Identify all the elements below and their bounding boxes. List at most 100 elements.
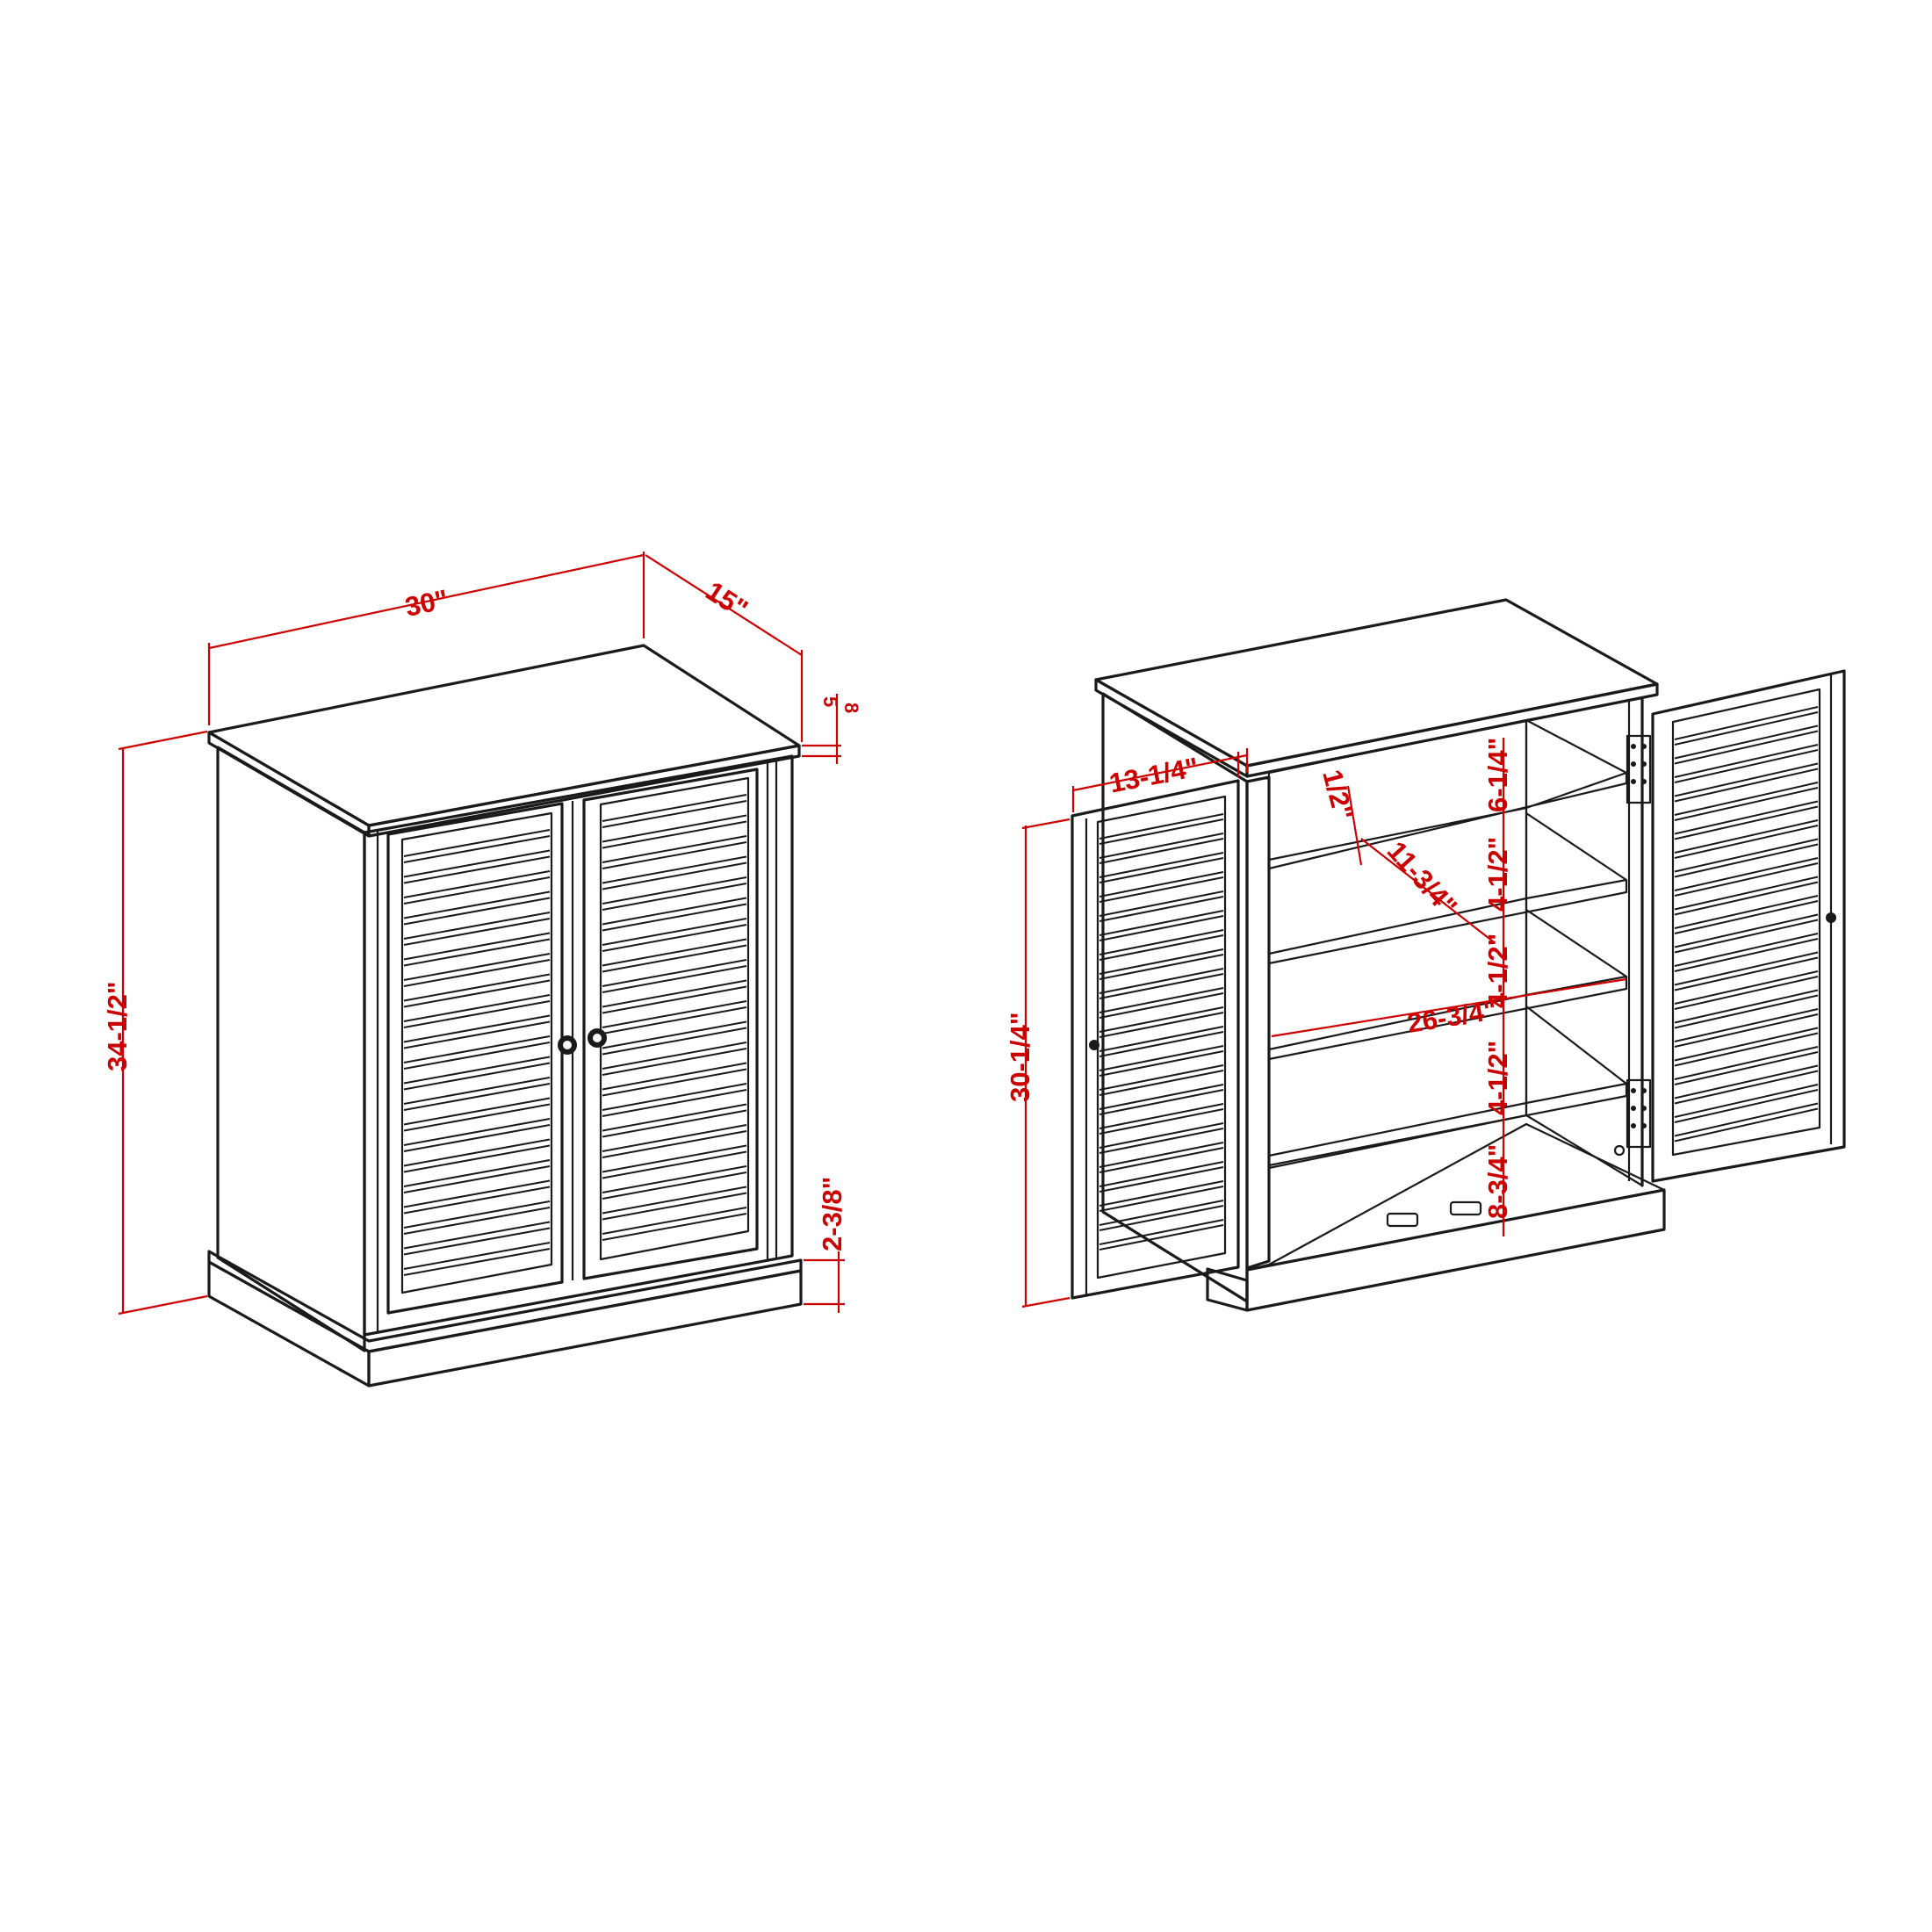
dim-gap-2-label: 4-1/2" xyxy=(1482,837,1513,912)
louver-slat-shadow xyxy=(403,1186,551,1215)
louver-slat-shadow xyxy=(602,1150,747,1179)
closed-right-door-louvers xyxy=(602,794,747,1241)
louver-slat xyxy=(403,890,551,919)
louver-slat-shadow xyxy=(1674,749,1819,783)
dim-width-line xyxy=(208,553,645,650)
louver-slat-shadow xyxy=(1099,1186,1224,1212)
louver-slat-shadow xyxy=(1674,730,1819,765)
closed-right-door xyxy=(582,768,759,1280)
louver-slat xyxy=(602,918,747,946)
louver-slat-shadow xyxy=(403,1165,551,1193)
louver-slat xyxy=(1674,1046,1819,1080)
louver-slat xyxy=(602,938,747,967)
louver-slat xyxy=(602,876,747,905)
dim-gap-bottom-label: 8-3/4" xyxy=(1482,1144,1513,1219)
louver-slat-shadow xyxy=(602,944,747,973)
louver-slat xyxy=(602,1062,747,1091)
louver-slat-shadow xyxy=(1099,954,1224,980)
louver-slat xyxy=(1674,895,1819,929)
dim-width-label: 30" xyxy=(402,583,451,622)
louver-slat xyxy=(602,1186,747,1215)
louver-slat-shadow xyxy=(1099,896,1224,922)
dim-door-height-ext-bottom xyxy=(1021,1296,1071,1308)
louver-slat xyxy=(602,1207,747,1235)
closed-left-door-inner xyxy=(400,811,553,1294)
louver-slat xyxy=(1099,948,1224,975)
louver-slat xyxy=(1099,1219,1224,1245)
louver-slat-shadow xyxy=(1674,1013,1819,1048)
louver-slat xyxy=(1099,910,1224,936)
louver-slat xyxy=(1099,813,1224,840)
louver-slat-shadow xyxy=(602,800,747,828)
louver-slat-shadow xyxy=(602,841,747,869)
louver-slat-shadow xyxy=(403,959,551,987)
louver-slat-shadow xyxy=(1674,956,1819,991)
louver-slat xyxy=(602,1083,747,1111)
louver-slat xyxy=(403,1159,551,1187)
louver-slat-shadow xyxy=(1099,1089,1224,1115)
louver-slat-shadow xyxy=(1674,768,1819,803)
louver-slat xyxy=(403,912,551,940)
louver-slat-shadow xyxy=(403,1124,551,1152)
dim-depth-label: 15" xyxy=(701,575,753,624)
louver-slat-shadow xyxy=(1674,1089,1819,1123)
louver-slat xyxy=(1674,724,1819,760)
closed-base-top xyxy=(207,1250,803,1353)
louver-slat-shadow xyxy=(1099,1070,1224,1096)
louver-slat-shadow xyxy=(1674,843,1819,878)
louver-slat xyxy=(403,1200,551,1229)
louver-slat-shadow xyxy=(403,855,551,884)
louver-slat-shadow xyxy=(1674,1107,1819,1143)
louver-slat-shadow xyxy=(1099,1108,1224,1135)
louver-slat-shadow xyxy=(602,1130,747,1158)
louver-slat-shadow xyxy=(602,1048,747,1076)
open-right-door-inner xyxy=(1671,688,1821,1157)
louver-slat-shadow xyxy=(1099,1031,1224,1057)
louver-slat xyxy=(1099,833,1224,859)
louver-slat xyxy=(1099,1180,1224,1207)
closed-left-door-louvers xyxy=(403,829,551,1276)
louver-slat xyxy=(1099,852,1224,878)
closed-front-frame xyxy=(363,754,794,1337)
louver-slat xyxy=(1099,1026,1224,1052)
louver-slat-shadow xyxy=(403,1042,551,1070)
closed-right-door-inner xyxy=(599,776,750,1261)
louver-slat-shadow xyxy=(1099,1050,1224,1077)
louver-slat-shadow xyxy=(1099,818,1224,845)
hinge-bottom-icon xyxy=(1626,1078,1652,1149)
louver-slat xyxy=(403,1179,551,1208)
louver-slat xyxy=(403,1138,551,1167)
louver-slat-shadow xyxy=(403,1083,551,1111)
louver-slat xyxy=(1674,1008,1819,1042)
louver-slat-shadow xyxy=(403,1103,551,1132)
louver-slat-shadow xyxy=(1099,973,1224,999)
louver-slat-shadow xyxy=(1674,825,1819,859)
louver-slat-shadow xyxy=(1099,857,1224,883)
closed-left-knob-highlight xyxy=(563,1041,572,1049)
louver-slat-shadow xyxy=(602,1109,747,1138)
louver-slat xyxy=(403,932,551,961)
louver-slat xyxy=(1099,1045,1224,1071)
louver-slat xyxy=(602,1000,747,1028)
louver-slat xyxy=(403,829,551,857)
louver-slat xyxy=(602,1042,747,1070)
louver-slat xyxy=(403,1014,551,1043)
open-shelf-2-side xyxy=(1525,812,1627,881)
open-right-door-knob-icon xyxy=(1826,912,1836,923)
louver-slat xyxy=(1099,1122,1224,1149)
louver-slat-shadow xyxy=(403,1000,551,1028)
dim-shelf-width-line xyxy=(1271,977,1627,1038)
louver-slat-shadow xyxy=(403,897,551,926)
open-base-side xyxy=(1206,1267,1249,1312)
open-right-door-louvers xyxy=(1674,706,1819,1143)
louver-slat xyxy=(1099,1200,1224,1226)
louver-slat-shadow xyxy=(602,820,747,849)
dim-shelf-depth-label: 11-3/4" xyxy=(1381,835,1464,921)
closed-left-door xyxy=(386,802,564,1315)
open-shelf-4-side xyxy=(1525,1006,1627,1085)
louver-slat xyxy=(1674,913,1819,948)
dim-top-thick-den-text: 8 xyxy=(840,703,862,713)
louver-slat xyxy=(1674,762,1819,797)
closed-side-panel xyxy=(216,746,366,1352)
